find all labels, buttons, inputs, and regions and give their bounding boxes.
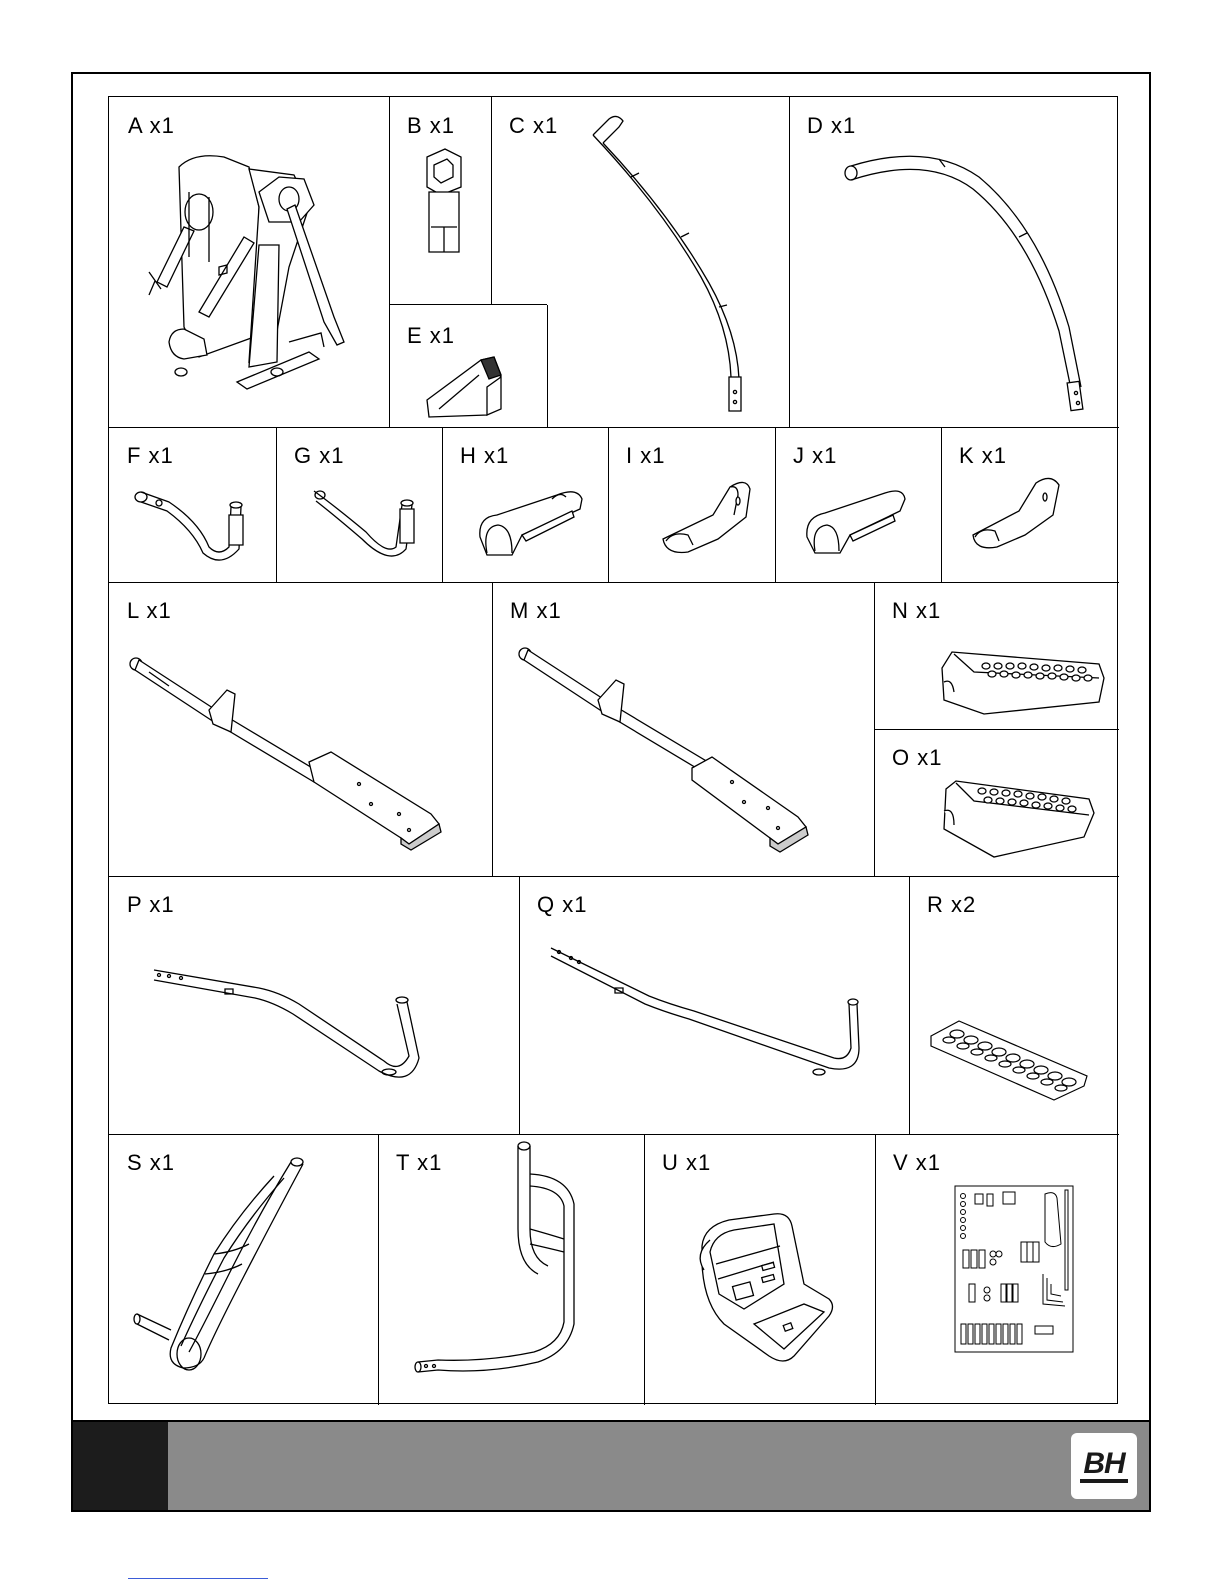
part-cell-u: U x1 (644, 1134, 875, 1405)
handle-frame-t-drawing (378, 1134, 644, 1405)
part-cell-r: R x2 (909, 876, 1119, 1134)
part-cell-t: T x1 (378, 1134, 644, 1405)
pivot-tube-f-drawing (109, 427, 276, 582)
part-cell-e: E x1 (389, 305, 547, 427)
brand-logo: BH (1071, 1433, 1137, 1499)
cover-h-drawing (442, 427, 608, 582)
handle-frame-s-drawing (109, 1134, 378, 1405)
footer-bar: BH (71, 1420, 1151, 1512)
part-cell-g: G x1 (276, 427, 442, 582)
part-cell-k: K x1 (941, 427, 1119, 582)
part-cell-q: Q x1 (519, 876, 909, 1134)
pedal-n-drawing (874, 582, 1119, 729)
part-cell-b: B x1 (389, 97, 491, 305)
brand-logo-underline (1080, 1479, 1128, 1483)
console-u-drawing (644, 1134, 875, 1405)
cover-i-drawing (608, 427, 775, 582)
pedal-o-drawing (874, 729, 1119, 876)
cover-k-drawing (941, 427, 1119, 582)
part-cell-v: V x1 (875, 1134, 1119, 1405)
bottom-link-underline (128, 1578, 268, 1579)
cover-j-drawing (775, 427, 941, 582)
foot-pad-r-drawing (909, 876, 1119, 1134)
pedal-arm-m-drawing (492, 582, 874, 876)
part-cell-j: J x1 (775, 427, 941, 582)
part-cell-n: N x1 (874, 582, 1119, 729)
hardware-kit-v-drawing (875, 1134, 1119, 1405)
part-cell-p: P x1 (109, 876, 519, 1134)
part-cell-l: L x1 (109, 582, 492, 876)
part-cell-m: M x1 (492, 582, 874, 876)
part-cell-a: A x1 (109, 97, 389, 427)
brand-logo-text: BH (1071, 1447, 1137, 1481)
part-cell-h: H x1 (442, 427, 608, 582)
parts-grid: A x1 B x1 (108, 96, 1118, 1404)
part-cell-f: F x1 (109, 427, 276, 582)
handlebar-upright-d-drawing (789, 97, 1119, 427)
base-tube-q-drawing (519, 876, 909, 1134)
main-frame-drawing (109, 97, 389, 427)
pedal-arm-l-drawing (109, 582, 492, 876)
part-cell-i: I x1 (608, 427, 775, 582)
part-cell-o: O x1 (874, 729, 1119, 876)
base-tube-p-drawing (109, 876, 519, 1134)
cover-e-drawing (389, 305, 547, 427)
page-number-tab (73, 1422, 168, 1510)
console-mast-drawing (389, 97, 491, 305)
part-cell-s: S x1 (109, 1134, 378, 1405)
pivot-tube-g-drawing (276, 427, 442, 582)
part-cell-d: D x1 (789, 97, 1119, 427)
